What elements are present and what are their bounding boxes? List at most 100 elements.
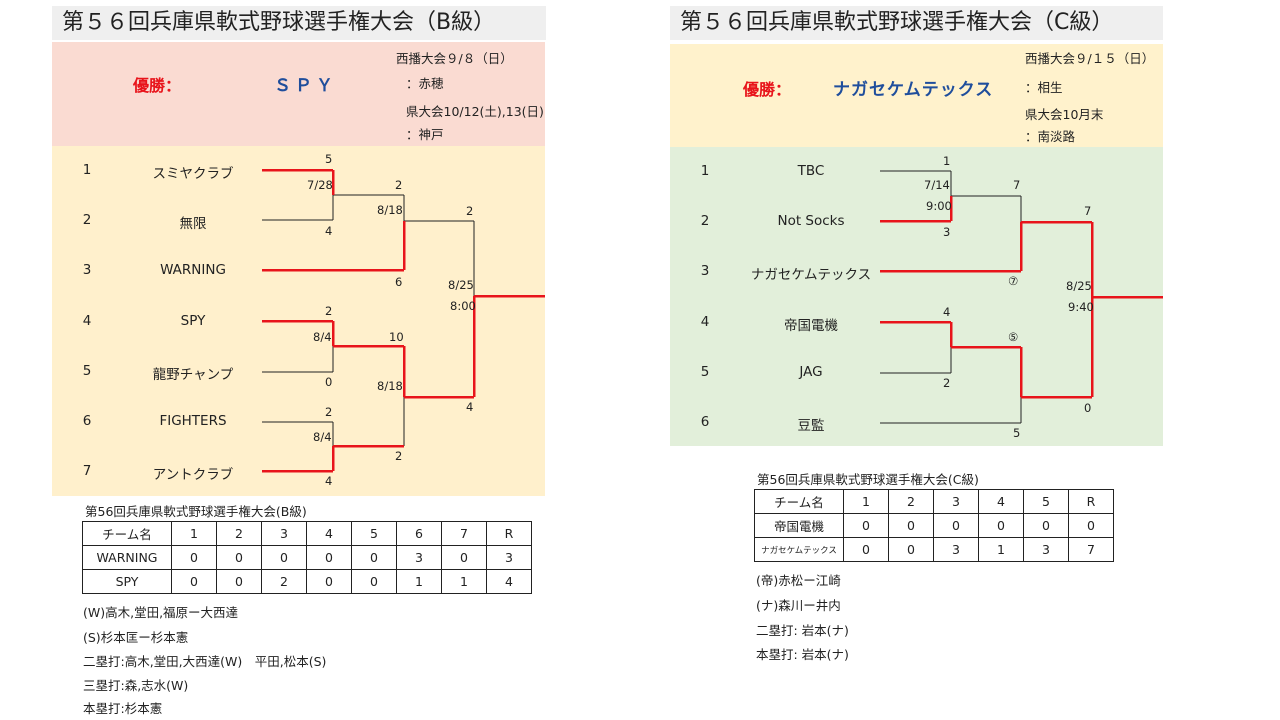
b-score-label: 2: [325, 405, 333, 419]
c-score-label: 5: [1013, 426, 1021, 440]
table-cell: 1: [441, 569, 487, 594]
c-note-line: (帝)赤松ー江崎: [756, 573, 841, 588]
c-score-label: 4: [943, 305, 951, 319]
table-cell: 0: [351, 569, 397, 594]
b-team-1: スミヤクラブ: [152, 166, 234, 182]
b-team-2: 無限: [179, 216, 207, 232]
table-cell: 0: [1023, 513, 1069, 538]
table-header-cell: 1: [843, 489, 889, 514]
b-winner-label: 優勝：: [133, 76, 182, 95]
b-team-6: FIGHTERS: [159, 413, 227, 429]
c-note-line: (ナ)森川ー井内: [756, 598, 841, 613]
b-score-label: 4: [466, 400, 474, 414]
table-header-cell: R: [486, 521, 532, 546]
b-note-line: (S)杉本匡ー杉本憲: [83, 630, 189, 645]
table-cell: 3: [933, 537, 979, 562]
table-row: SPY 0 0 2 0 0 1 1 4: [82, 569, 532, 594]
b-team-7: アントクラブ: [152, 467, 234, 483]
b-score-label: 2: [395, 178, 403, 192]
c-team-2: Not Socks: [777, 213, 845, 229]
c-team-4: 帝国電機: [784, 318, 838, 334]
b-seed-5: 5: [82, 363, 92, 379]
table-cell: 0: [843, 513, 889, 538]
table-header-cell: 3: [933, 489, 979, 514]
b-winner-name: ＳＰＹ: [274, 76, 337, 96]
table-cell: 1: [396, 569, 442, 594]
table-cell: 0: [171, 545, 217, 570]
c-date-label: 8/25: [1066, 279, 1092, 293]
c-header-band: [670, 44, 1163, 147]
table-cell: 帝国電機: [754, 513, 844, 538]
c-score-label: 0: [1084, 401, 1092, 415]
c-score-label: ⑤: [1008, 330, 1019, 344]
b-score-label: 4: [325, 474, 333, 488]
b-score-label: 6: [395, 275, 403, 289]
table-row: 帝国電機 0 0 0 0 0 0: [754, 513, 1114, 538]
table-cell: ナガセケムテックス: [754, 537, 844, 562]
table-row: ナガセケムテックス 0 0 3 1 3 7: [754, 537, 1114, 562]
b-seed-2: 2: [82, 212, 92, 228]
b-bracket-lines: [262, 168, 545, 473]
table-cell: SPY: [82, 569, 172, 594]
table-header-cell: チーム名: [82, 521, 172, 546]
table-cell: 0: [351, 545, 397, 570]
table-cell: 0: [261, 545, 307, 570]
b-seed-3: 3: [82, 262, 92, 278]
b-team-5: 龍野チャンプ: [152, 367, 234, 383]
b-score-label: 2: [395, 449, 403, 463]
table-cell: 7: [1068, 537, 1114, 562]
c-seed-1: 1: [700, 163, 710, 179]
b-score-label: 5: [325, 152, 333, 166]
table-cell: 0: [216, 545, 262, 570]
c-score-label: 7: [1013, 178, 1021, 192]
table-cell: WARNING: [82, 545, 172, 570]
b-team-3: WARNING: [160, 262, 226, 278]
table-cell: 0: [1068, 513, 1114, 538]
b-score-label: 10: [389, 330, 404, 344]
c-time-label: 9:40: [1068, 300, 1094, 314]
b-team-4: SPY: [180, 313, 206, 329]
b-date-label: 8/4: [313, 430, 332, 444]
b-header-band: [52, 42, 545, 146]
b-date-label: 8/18: [377, 379, 403, 393]
table-cell: 0: [888, 537, 934, 562]
c-team-3: ナガセケムテックス: [750, 267, 872, 283]
table-cell: 0: [441, 545, 487, 570]
b-time-label: 8:00: [450, 299, 476, 313]
table-cell: 0: [306, 545, 352, 570]
b-date-label: 8/4: [313, 330, 332, 344]
c-score-label: 1: [943, 154, 951, 168]
b-date-label: 7/28: [307, 178, 333, 192]
b-note-line: 本塁打:杉本憲: [83, 701, 163, 716]
table-row: チーム名 1 2 3 4 5 6 7 R: [82, 521, 532, 546]
c-note-line: 本塁打: 岩本(ナ): [756, 647, 849, 662]
table-header-cell: 7: [441, 521, 487, 546]
table-cell: 3: [486, 545, 532, 570]
c-info-line-1: 西播大会９/１５（日）: [1025, 51, 1155, 66]
table-header-cell: 2: [888, 489, 934, 514]
table-cell: 0: [888, 513, 934, 538]
table-header-cell: 5: [351, 521, 397, 546]
b-seed-7: 7: [82, 463, 92, 479]
c-team-6: 豆監: [797, 418, 825, 434]
b-seed-1: 1: [82, 162, 92, 178]
table-header-cell: 1: [171, 521, 217, 546]
b-score-label: 2: [325, 304, 333, 318]
c-date-label: 7/14: [924, 178, 950, 192]
b-info-line-4: ：神戸: [406, 127, 444, 142]
table-header-cell: 4: [306, 521, 352, 546]
c-seed-6: 6: [700, 414, 710, 430]
b-note-line: 二塁打:高木,堂田,大西達(W) 平田,松本(S): [83, 654, 327, 669]
b-note-line: (W)高木,堂田,福原ー大西達: [83, 605, 239, 620]
c-winner-label: 優勝：: [743, 80, 792, 99]
table-cell: 4: [486, 569, 532, 594]
table-row: WARNING 0 0 0 0 0 3 0 3: [82, 545, 532, 570]
b-info-line-2: ：赤穂: [406, 76, 444, 91]
c-box-caption: 第56回兵庫県軟式野球選手権大会(C級): [757, 472, 979, 487]
c-box-score: チーム名 1 2 3 4 5 R 帝国電機 0 0 0 0 0 0 ナガセケムテ…: [754, 489, 1114, 562]
table-cell: 3: [396, 545, 442, 570]
table-cell: 0: [843, 537, 889, 562]
b-box-score: チーム名 1 2 3 4 5 6 7 R WARNING 0 0 0 0 0 3…: [82, 521, 532, 594]
table-cell: 0: [216, 569, 262, 594]
c-seed-5: 5: [700, 364, 710, 380]
